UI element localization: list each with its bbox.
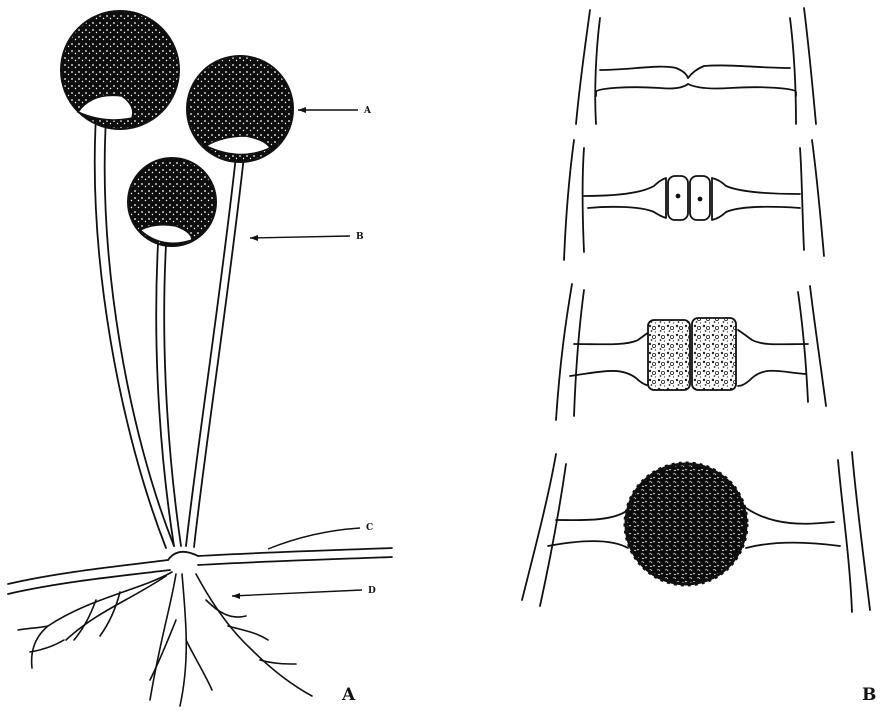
panel-a-sporangia-diagram: A B C D A (8, 11, 392, 706)
panel-b-label: B (862, 685, 876, 705)
gametangium-right (692, 318, 736, 390)
zygospore (626, 464, 746, 584)
panel-b-conjugation-diagram: B (522, 8, 876, 705)
sporangiophore-middle (156, 244, 181, 546)
callout-line-c (268, 528, 360, 549)
stage-4-zygospore (522, 452, 870, 612)
callout-line-b (250, 235, 350, 241)
sporangium-upper-right (187, 56, 293, 162)
callout-label-a: A (363, 106, 372, 116)
callout-line-d (232, 590, 362, 599)
callout-line-a (298, 107, 358, 113)
callout-label-c: C (366, 523, 373, 533)
stage-1-gametangia-contact (576, 8, 816, 124)
callout-label-b: B (356, 232, 364, 242)
callout-label-d: D (368, 586, 376, 596)
stage-2-progametangia (564, 140, 824, 260)
stolon (8, 548, 392, 594)
sporangium-large (61, 11, 179, 129)
sporangium-small (128, 158, 216, 246)
stage-3-gametangia (556, 284, 826, 420)
gametangium-left (648, 320, 690, 390)
panel-a-label: A (341, 685, 356, 705)
rhizoids (18, 572, 312, 706)
